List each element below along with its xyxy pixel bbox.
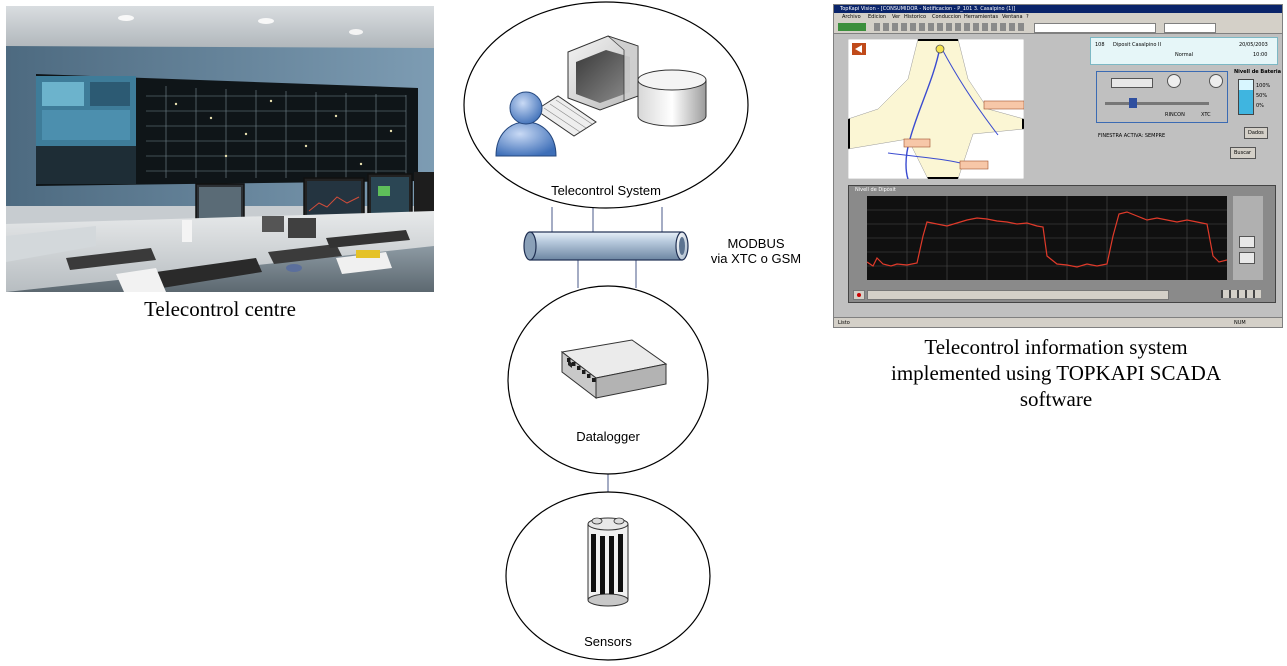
process-gauge-2: [1209, 74, 1223, 88]
trend-plot: [867, 196, 1227, 280]
toolbar-logo: [838, 23, 866, 31]
network-diagram: [463, 1, 749, 661]
caption-scada-line3: software: [1019, 387, 1093, 411]
process-pipe: [1105, 102, 1209, 105]
toolbar-station-select[interactable]: [1034, 23, 1156, 33]
scada-menu-bar: Archivo Edicion Ver Historico Conduccion…: [834, 13, 1282, 21]
sensor-icon: [587, 517, 629, 607]
station-name: Diposit Casalpino II: [1113, 42, 1161, 48]
menu-historico[interactable]: Historico: [904, 14, 927, 20]
modbus-label-line2: via XTC o GSM: [710, 251, 802, 266]
scada-station-panel: 108 Diposit Casalpino II Normal 20/05/20…: [1090, 37, 1278, 65]
computer-icon: [567, 35, 639, 111]
scada-button-buscar[interactable]: Buscar: [1230, 147, 1256, 159]
caption-scada: Telecontrol information system implement…: [826, 334, 1286, 412]
scada-process-panel: RINCON XTC: [1096, 71, 1228, 123]
process-label-xtc: XTC: [1201, 112, 1211, 118]
station-code: 108: [1095, 42, 1105, 48]
process-gauge-1: [1167, 74, 1181, 88]
user-icon: [495, 91, 557, 157]
process-label-rincon: RINCON: [1165, 112, 1185, 118]
station-date: 20/05/2003: [1239, 42, 1268, 48]
telecontrol-system-label: Telecontrol System: [551, 183, 661, 198]
trend-side-controls[interactable]: [1233, 196, 1263, 280]
process-node-box: [1111, 78, 1153, 88]
caption-scada-line2: implemented using TOPKAPI SCADA: [891, 361, 1221, 385]
status-right: NUM: [1234, 320, 1246, 326]
scada-button-dados[interactable]: Dados: [1244, 127, 1268, 139]
window-active-label: FINESTRA ACTIVA: SEMPRE: [1098, 133, 1166, 139]
menu-ventana[interactable]: Ventana: [1002, 14, 1023, 20]
battery-0: 0%: [1256, 103, 1264, 109]
status-left: Listo: [838, 320, 850, 326]
menu-ver[interactable]: Ver: [892, 14, 901, 20]
control-room-image: [6, 6, 434, 292]
scada-map: [848, 39, 1024, 179]
battery-title: Nivell de Bateria: [1234, 69, 1281, 75]
caption-telecontrol-centre: Telecontrol centre: [144, 297, 296, 321]
menu-help[interactable]: ?: [1026, 14, 1029, 20]
scada-button-dados-label: Dados: [1248, 130, 1264, 136]
datalogger-label: Datalogger: [576, 429, 640, 444]
scada-toolbar: [834, 21, 1282, 34]
scada-status-bar: Listo NUM: [834, 317, 1282, 327]
toolbar-date: [1164, 23, 1216, 33]
station-time: 10:00: [1253, 52, 1268, 58]
process-valve: [1129, 98, 1137, 108]
menu-archivo[interactable]: Archivo: [842, 14, 861, 20]
battery-100: 100%: [1256, 83, 1271, 89]
menu-conduccion[interactable]: Conduccion: [932, 14, 962, 20]
scada-trend-panel: Nivell de Dipòsit: [848, 185, 1276, 303]
battery-50: 50%: [1256, 93, 1268, 99]
scada-button-buscar-label: Buscar: [1234, 150, 1252, 156]
sensors-label: Sensors: [584, 634, 632, 649]
telecontrol-centre-photo: [6, 6, 434, 292]
scada-screenshot: TopKapi Vision - [CONSUMIDOR - Notificac…: [833, 4, 1283, 328]
trend-nav-buttons[interactable]: [1221, 290, 1261, 298]
database-icon: [637, 69, 707, 127]
modbus-bus: [523, 231, 689, 261]
battery-icon: [1238, 79, 1254, 115]
keyboard-icon: [535, 95, 597, 137]
caption-scada-line1: Telecontrol information system: [924, 335, 1188, 359]
trend-scrollbar[interactable]: [867, 290, 1169, 300]
modbus-label-line1: MODBUS: [727, 236, 785, 251]
datalogger-icon: [560, 339, 668, 400]
station-state: Normal: [1175, 52, 1194, 58]
trend-title: Nivell de Dipòsit: [855, 187, 896, 193]
menu-herramientas[interactable]: Herramientas: [964, 14, 999, 20]
scada-window-title: TopKapi Vision - [CONSUMIDOR - Notificac…: [840, 6, 1016, 12]
modbus-label: MODBUS via XTC o GSM: [686, 236, 826, 266]
trend-record-button[interactable]: [853, 290, 865, 300]
scada-title-bar: TopKapi Vision - [CONSUMIDOR - Notificac…: [834, 5, 1282, 13]
toolbar-buttons[interactable]: [874, 23, 1024, 31]
connector-lines: [551, 207, 663, 492]
menu-edicion[interactable]: Edicion: [868, 14, 887, 20]
